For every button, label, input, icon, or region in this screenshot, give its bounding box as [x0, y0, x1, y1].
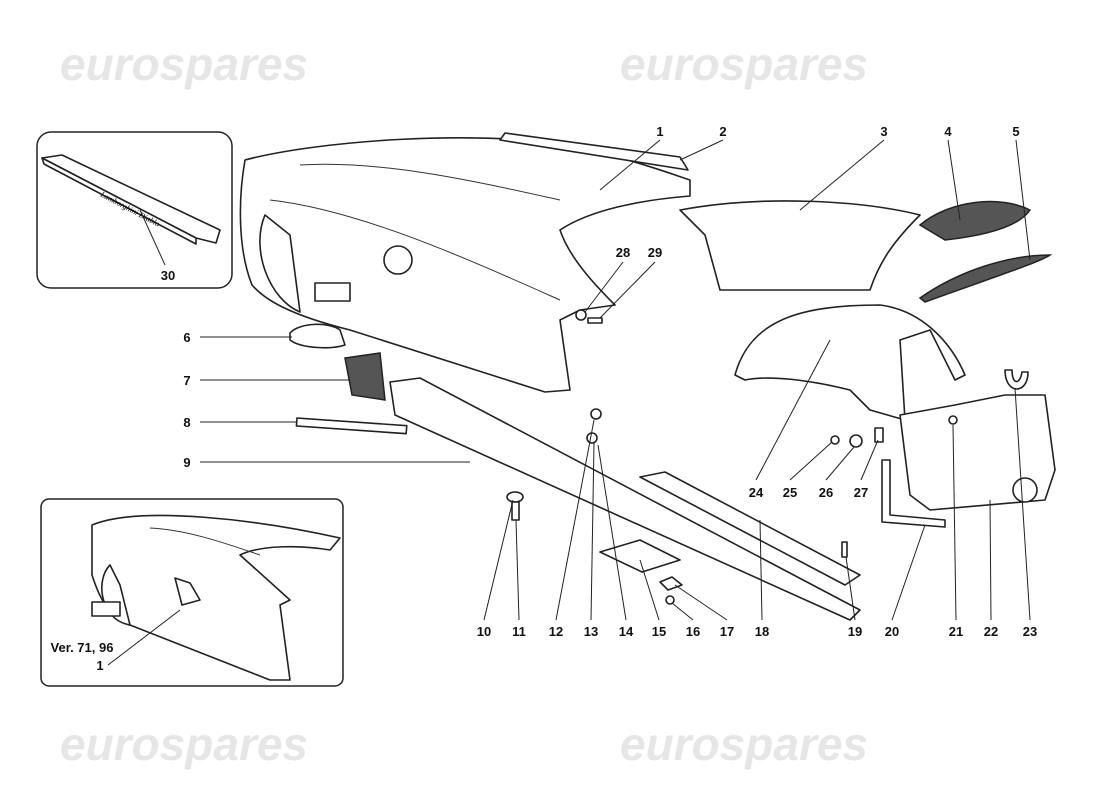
- callout-6: 6: [183, 330, 190, 345]
- callout-13: 13: [584, 624, 598, 639]
- callout-8: 8: [183, 415, 190, 430]
- seal-strip: [881, 459, 946, 528]
- callout-15: 15: [652, 624, 666, 639]
- callout-26: 26: [819, 485, 833, 500]
- callout-2: 2: [719, 124, 726, 139]
- callout-1: 1: [656, 124, 663, 139]
- callout-30: 30: [161, 268, 175, 283]
- side-badge: [295, 417, 408, 435]
- callout-10: 10: [477, 624, 491, 639]
- front-fender: [239, 136, 691, 393]
- sill-cover: [639, 471, 861, 586]
- watermark: eurospares: [620, 38, 868, 90]
- wheelarch-liner: [734, 304, 966, 421]
- clip: [1004, 369, 1029, 390]
- callout-14: 14: [619, 624, 634, 639]
- inset-badge: Lamborghini Diablo: [36, 131, 233, 289]
- trim-strip: [499, 132, 689, 171]
- grille-mesh-lower: [918, 254, 1053, 303]
- inset-version-label: Ver. 71, 96: [51, 640, 114, 655]
- callout-20: 20: [885, 624, 899, 639]
- watermark: eurospares: [60, 718, 308, 770]
- fasteners: [506, 309, 958, 605]
- side-grille: [344, 352, 386, 401]
- watermark: eurospares: [620, 718, 868, 770]
- inset-part-label: 1: [96, 658, 103, 673]
- leader-lines: [200, 139, 1031, 621]
- callout-7: 7: [183, 373, 190, 388]
- callout-3: 3: [880, 124, 887, 139]
- callout-9: 9: [183, 455, 190, 470]
- callout-19: 19: [848, 624, 862, 639]
- callout-11: 11: [512, 624, 526, 639]
- callout-24: 24: [749, 485, 764, 500]
- inner-panel: [679, 200, 921, 291]
- callout-4: 4: [944, 124, 952, 139]
- watermark: eurospares: [60, 38, 308, 90]
- callout-27: 27: [854, 485, 868, 500]
- grille-mesh-upper: [918, 200, 1032, 241]
- callout-5: 5: [1012, 124, 1019, 139]
- callout-12: 12: [549, 624, 563, 639]
- callout-22: 22: [984, 624, 998, 639]
- callout-16: 16: [686, 624, 700, 639]
- side-lamp: [289, 323, 346, 349]
- callout-21: 21: [949, 624, 963, 639]
- callout-28: 28: [616, 245, 630, 260]
- callout-29: 29: [648, 245, 662, 260]
- watermarks: eurospares eurospares eurospares eurospa…: [60, 38, 868, 770]
- sill-panel: [389, 377, 861, 621]
- callout-17: 17: [720, 624, 734, 639]
- inset-fender-version: Ver. 71, 96 1: [40, 498, 344, 687]
- callout-18: 18: [755, 624, 769, 639]
- callout-25: 25: [783, 485, 797, 500]
- cover-plate: [599, 539, 681, 573]
- callouts: 1 2 3 4 5 6 7 8 9 10 11 12 13 14 15 16 1…: [161, 124, 1037, 639]
- callout-23: 23: [1023, 624, 1037, 639]
